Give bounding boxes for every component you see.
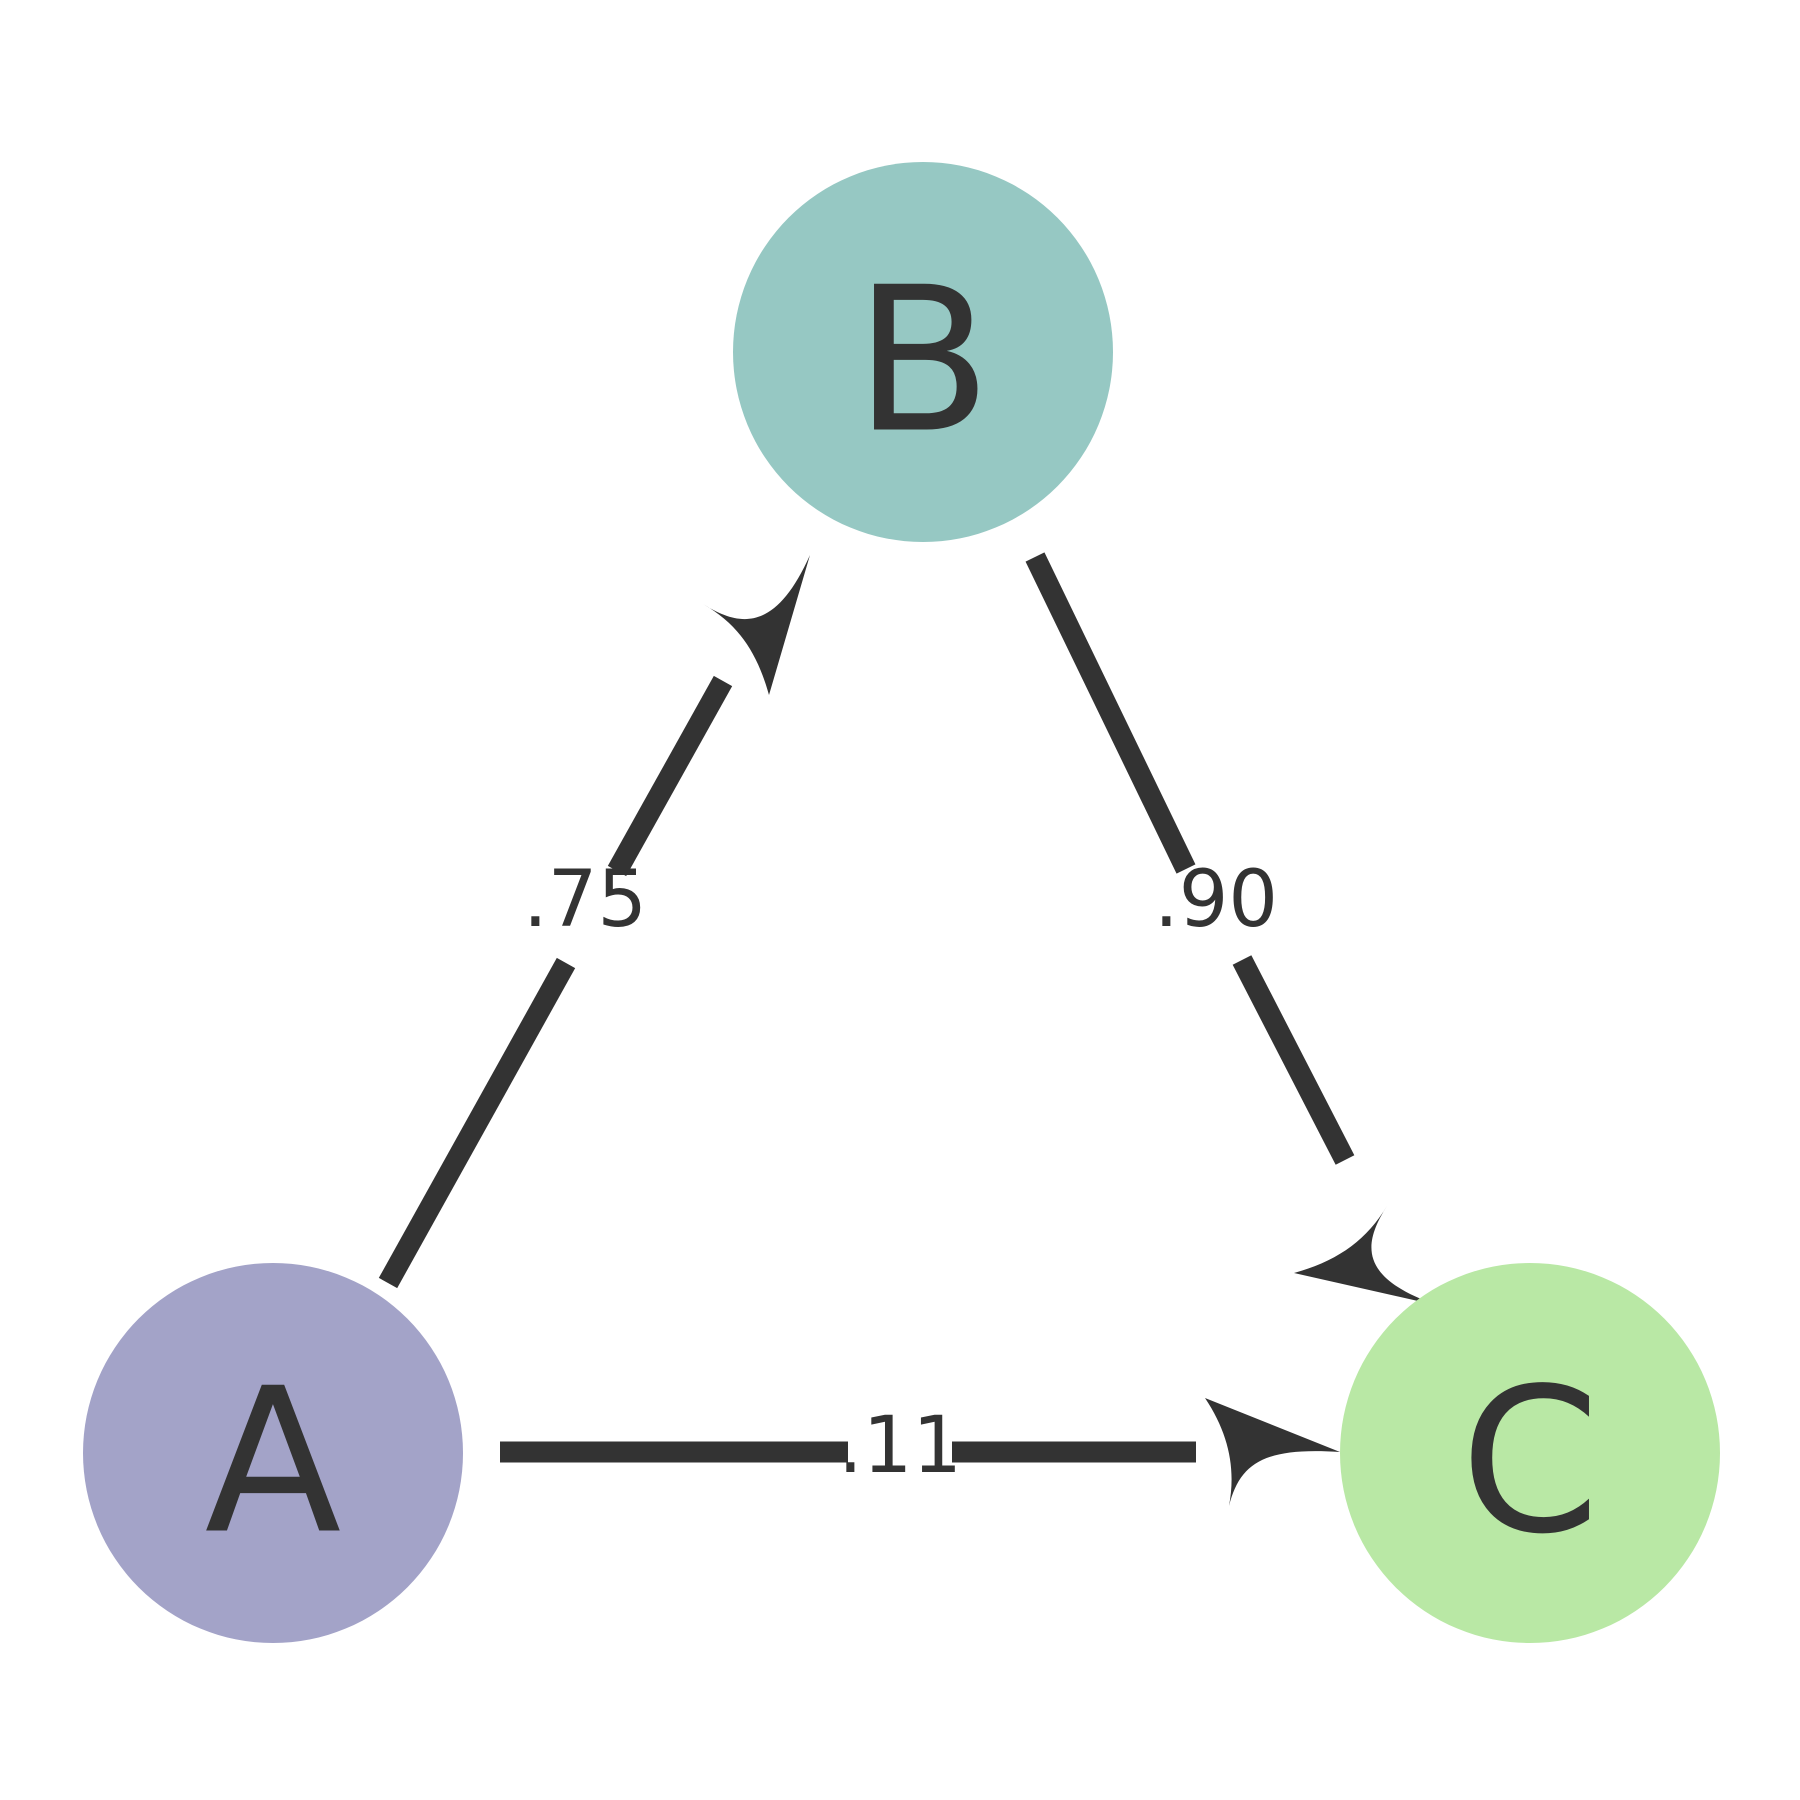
- edge-b-to-c[interactable]: [1025, 552, 1440, 1306]
- edge-b-to-c-line-lower: [1232, 955, 1355, 1165]
- node-b-circle[interactable]: [733, 162, 1113, 542]
- node-c-circle[interactable]: [1340, 1263, 1720, 1643]
- node-c[interactable]: C: [1340, 1263, 1720, 1643]
- edge-a-to-b-line-upper: [607, 675, 733, 877]
- node-a-circle[interactable]: [83, 1263, 463, 1643]
- edge-b-to-c-arrowhead: [1294, 1206, 1440, 1306]
- edge-a-to-b-arrowhead: [703, 555, 810, 695]
- edge-a-to-c[interactable]: [500, 1398, 1340, 1506]
- node-b[interactable]: B: [733, 162, 1113, 542]
- edge-label-b-to-c: .90: [1154, 855, 1278, 945]
- node-b-label: B: [854, 245, 991, 478]
- node-c-label: C: [1460, 1346, 1600, 1579]
- edge-label-a-to-b: .75: [523, 855, 647, 945]
- edge-label-a-to-c: .11: [838, 1401, 962, 1491]
- node-a-label: A: [205, 1346, 342, 1579]
- edge-a-to-b-line-lower: [378, 957, 576, 1289]
- node-a[interactable]: A: [83, 1263, 463, 1643]
- edge-a-to-b[interactable]: [378, 555, 810, 1289]
- edge-b-to-c-line-upper: [1025, 552, 1196, 874]
- edge-a-to-c-arrowhead: [1205, 1398, 1340, 1506]
